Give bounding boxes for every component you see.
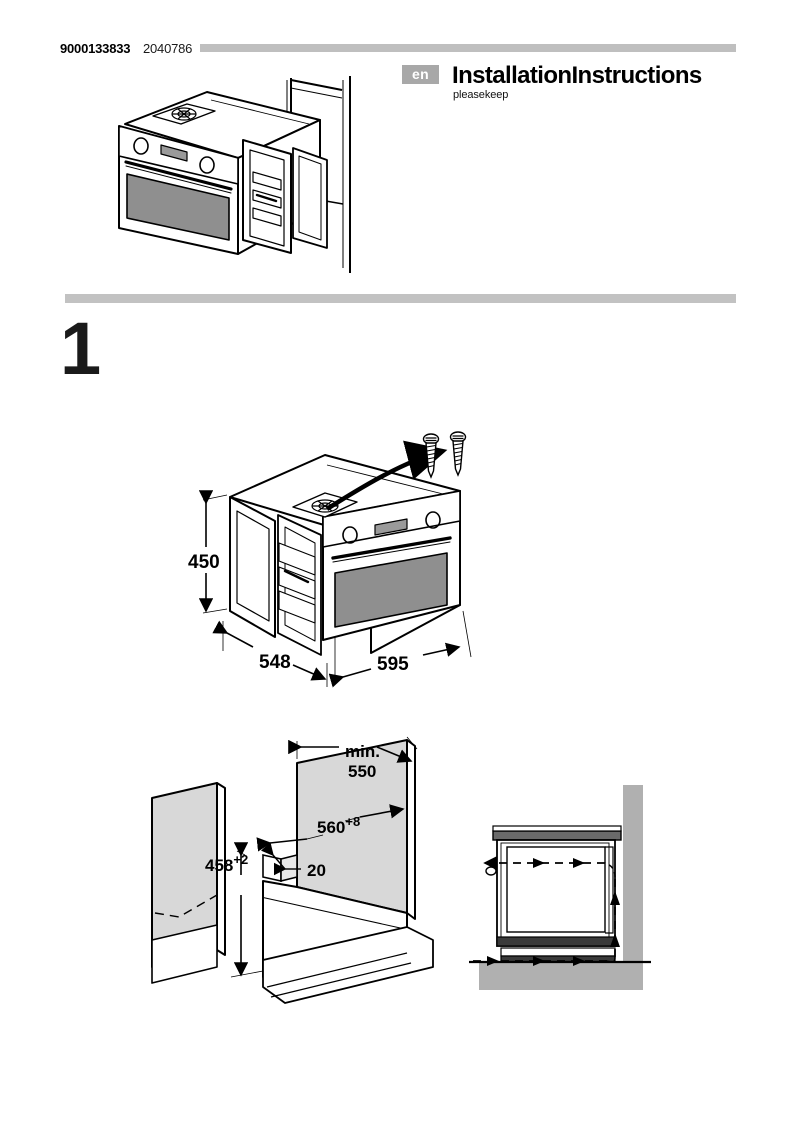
section-divider: [65, 294, 736, 303]
document-header: [0, 0, 802, 30]
step-number: 1: [60, 307, 101, 390]
dimension-height-458: 458+2: [205, 852, 248, 875]
document-number-primary: 9000133833: [60, 41, 131, 56]
dimension-width-560: 560+8: [317, 814, 360, 837]
appliance-dimensions-diagram: 450 548 595: [175, 425, 495, 690]
language-badge: en: [402, 65, 439, 84]
dimension-height-tolerance: +2: [233, 852, 248, 867]
dimension-width-tolerance: +8: [345, 814, 360, 829]
dimension-min-label: min.: [345, 742, 380, 761]
page-subtitle: pleasekeep: [453, 89, 509, 101]
ventilation-airflow-diagram: [455, 785, 690, 990]
mounting-screws-icon: [422, 431, 467, 479]
dimension-depth-548: 548: [259, 652, 291, 673]
dimension-width-595: 595: [377, 654, 409, 675]
header-rule: [200, 44, 736, 52]
cabinet-cutout-diagram: min. 550 560+8 458+2 20: [145, 735, 455, 1010]
dimension-min-550: 550: [348, 762, 376, 781]
dimension-height-450: 450: [188, 552, 220, 573]
dimension-front-offset-20: 20: [307, 861, 326, 880]
built-in-oven-in-cabinet-illustration: [95, 68, 385, 283]
page-title: InstallationInstructions: [452, 62, 702, 89]
document-number-secondary: 2040786: [143, 41, 193, 56]
